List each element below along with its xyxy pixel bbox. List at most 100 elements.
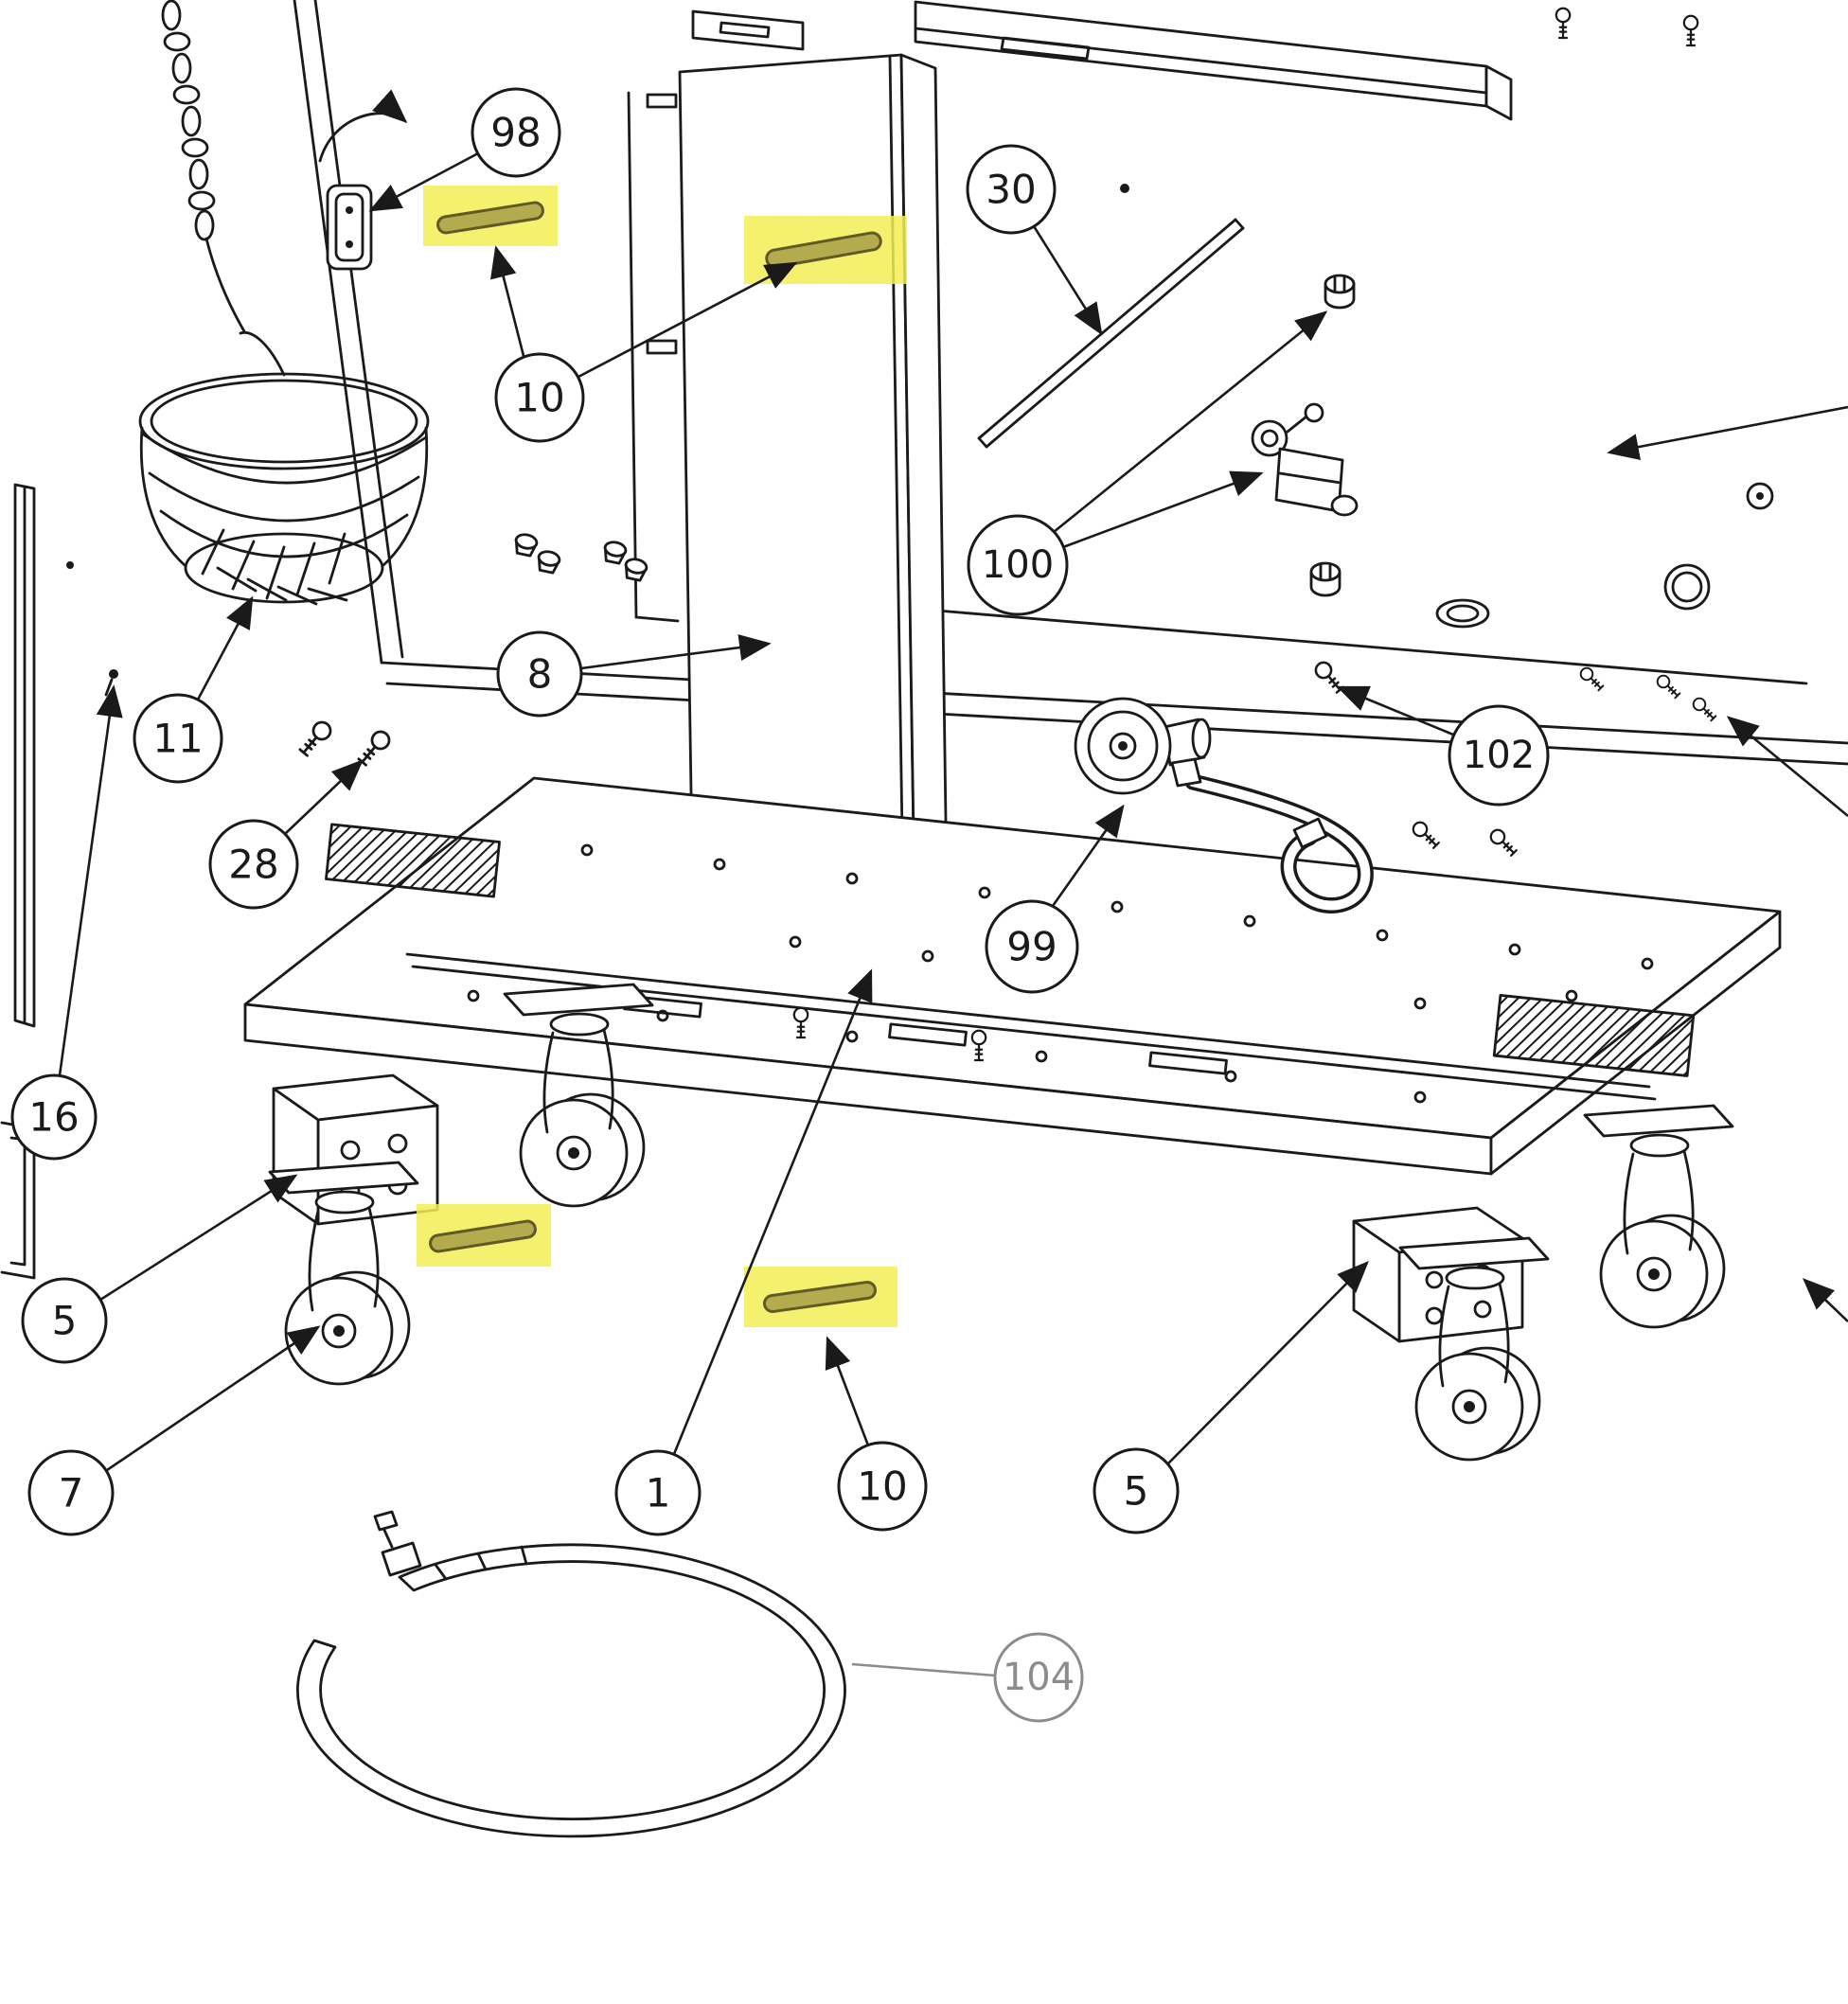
leader-line	[825, 1336, 870, 1446]
hanger-bracket	[318, 89, 408, 271]
left-panel-strip	[13, 483, 36, 1028]
support-rod	[977, 218, 1245, 449]
balloon-label: 10	[857, 1463, 907, 1510]
callout-8[interactable]: 8	[496, 630, 772, 718]
balloon-label: 100	[982, 543, 1054, 587]
balloon-circle	[614, 1449, 702, 1536]
hose-clamp	[296, 1510, 846, 1838]
offscreen-leader-line	[1802, 1278, 1848, 1322]
callout-104[interactable]: 104	[851, 1632, 1084, 1723]
callout-5-right[interactable]: 5	[1093, 1260, 1369, 1534]
balloon-label: 30	[986, 167, 1036, 213]
balloon-circle	[1093, 1447, 1180, 1534]
leader-line	[1167, 1260, 1369, 1464]
callout-100[interactable]: 100	[967, 310, 1328, 616]
offscreen-leader-line	[1607, 405, 1848, 461]
leader-line	[1032, 225, 1103, 336]
balloon-circle	[21, 1277, 108, 1364]
balloon-circle	[471, 87, 561, 178]
balloon-label: 1	[646, 1470, 671, 1516]
balloon-label: 11	[152, 716, 203, 762]
leader-line	[1062, 470, 1264, 549]
callout-7[interactable]: 7	[27, 1325, 321, 1536]
rubber-pad	[436, 201, 544, 235]
o-ring	[1663, 563, 1711, 611]
leader-line	[1053, 310, 1328, 534]
leader-line	[284, 759, 364, 835]
offscreen-leader-line	[1726, 716, 1848, 818]
top-rail	[691, 0, 1513, 121]
hex-nut-lower	[1309, 561, 1342, 597]
balloon-circle	[494, 352, 585, 443]
balloon-label: 102	[1463, 734, 1535, 777]
balloon-circle	[208, 819, 299, 910]
balloon-label: 104	[1003, 1656, 1075, 1699]
callout-28[interactable]: 28	[208, 759, 364, 910]
callout-5-left[interactable]: 5	[21, 1174, 298, 1364]
balloon-circle	[993, 1632, 1084, 1723]
callout-99[interactable]: 99	[985, 804, 1125, 994]
leader-line	[368, 151, 479, 212]
leader-line	[672, 968, 873, 1455]
callout-102[interactable]: 102	[1336, 685, 1550, 807]
balloon-circle	[967, 514, 1069, 616]
callout-98[interactable]: 98	[368, 87, 561, 212]
grommet	[1435, 598, 1490, 629]
callout-16[interactable]: 16	[10, 684, 123, 1161]
balloon-label: 5	[52, 1298, 78, 1344]
balloon-circle	[1448, 704, 1550, 807]
highlight-layer	[417, 186, 907, 1327]
highlight-part-10-2[interactable]	[744, 216, 907, 284]
balloon-label: 99	[1006, 924, 1057, 970]
leader-line	[580, 634, 772, 670]
gas-valve	[1251, 402, 1359, 517]
rubber-pad	[762, 1280, 878, 1314]
callout-layer: 98 30 10 100 8 11 102 28 99 16 5 7 1 10 5 104	[10, 87, 1848, 1723]
balloon-circle	[133, 693, 223, 784]
highlight-part-10-4[interactable]	[744, 1267, 897, 1327]
balloon-circle	[966, 144, 1057, 235]
regulator-assembly	[1074, 697, 1374, 913]
rubber-pad	[765, 231, 882, 269]
callout-1[interactable]: 1	[614, 968, 873, 1536]
balloon-label: 8	[527, 651, 553, 698]
leader-line	[851, 1662, 996, 1677]
leader-line	[1051, 804, 1125, 907]
highlight-part-10-1[interactable]	[423, 186, 558, 246]
balloon-label: 28	[228, 842, 278, 888]
callout-11[interactable]: 11	[133, 595, 254, 784]
caster-far-right	[1583, 1104, 1734, 1329]
balloon-circle	[496, 630, 583, 718]
leader-line	[58, 684, 123, 1076]
rubber-pad	[429, 1219, 537, 1253]
wire-basket	[138, 330, 430, 606]
callout-30[interactable]: 30	[966, 144, 1103, 336]
hex-nut-upper	[1324, 274, 1356, 310]
balloon-label: 5	[1124, 1468, 1149, 1515]
callout-10-upper[interactable]: 10	[489, 245, 798, 443]
hanging-chain	[161, 0, 246, 333]
screws-mid	[1409, 818, 1520, 860]
balloon-label: 10	[514, 375, 564, 421]
highlight-part-10-3[interactable]	[417, 1204, 551, 1267]
back-panel	[66, 0, 1848, 766]
balloon-label: 98	[490, 110, 541, 156]
balloon-circle	[985, 899, 1079, 994]
bolts-top-right	[1555, 7, 1699, 47]
balloon-label: 7	[59, 1470, 84, 1516]
leader-line	[578, 261, 798, 379]
balloon-circle	[27, 1449, 115, 1536]
balloon-circle	[837, 1441, 928, 1532]
leader-line	[1336, 685, 1454, 736]
leader-line	[106, 1325, 321, 1472]
leader-line	[196, 595, 254, 701]
balloon-circle	[10, 1073, 98, 1161]
leader-line	[99, 1174, 298, 1302]
column	[678, 53, 949, 914]
leader-line	[489, 245, 525, 357]
callout-10-lower[interactable]: 10	[825, 1336, 928, 1532]
bolts-28	[295, 717, 395, 770]
balloon-label: 16	[28, 1094, 79, 1141]
